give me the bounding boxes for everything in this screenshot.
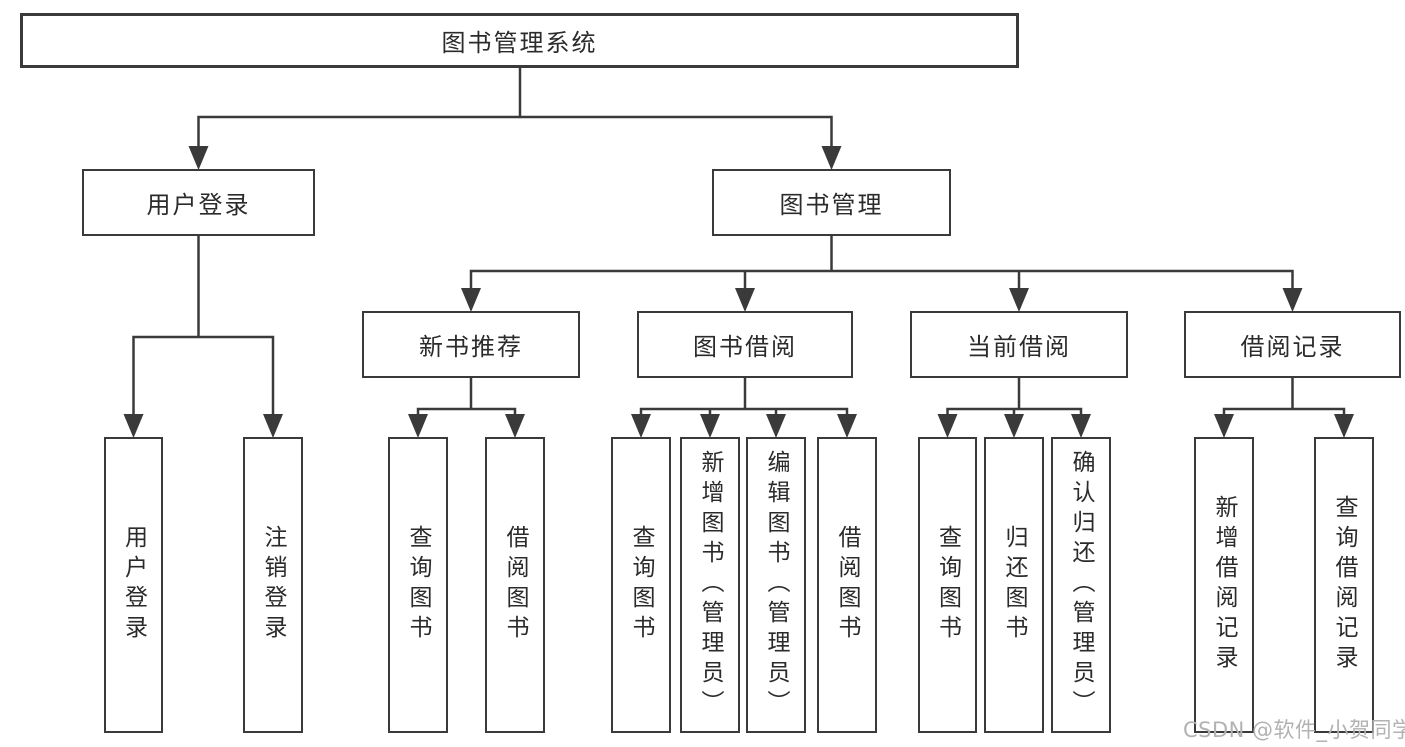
leaf-query-books-recommend: 查询图书	[388, 437, 448, 733]
leaf-confirm-return-admin: 确认归还（管理员）	[1051, 437, 1111, 733]
connector-level3-bar	[469, 269, 1294, 299]
connector-recommend-split	[416, 407, 517, 426]
leaf-query-borrow-record: 查询借阅记录	[1314, 437, 1374, 733]
node-current-borrowing: 当前借阅	[910, 311, 1128, 378]
leaf-edit-books-admin: 编辑图书（管理员）	[746, 437, 806, 733]
leaf-logout: 注销登录	[243, 437, 303, 733]
leaf-query-books-current: 查询图书	[918, 437, 977, 733]
connector-records-split	[1222, 407, 1346, 426]
connector-borrowing-split	[639, 407, 849, 426]
leaf-query-books-borrowing: 查询图书	[611, 437, 671, 733]
connector-level2-bar	[197, 115, 833, 156]
node-borrowing-records: 借阅记录	[1184, 311, 1401, 378]
leaf-borrow-books-borrowing: 借阅图书	[817, 437, 877, 733]
connector-user-login-split	[132, 335, 275, 426]
leaf-return-books: 归还图书	[984, 437, 1044, 733]
leaf-user-login: 用户登录	[104, 437, 163, 733]
arrowhead-icons	[123, 146, 1354, 438]
leaf-borrow-books-recommend: 借阅图书	[485, 437, 545, 733]
node-book-borrowing: 图书借阅	[637, 311, 853, 378]
node-book-management: 图书管理	[712, 169, 951, 236]
leaf-add-borrow-record: 新增借阅记录	[1194, 437, 1254, 733]
node-user-login: 用户登录	[82, 169, 315, 236]
node-new-book-recommend: 新书推荐	[362, 311, 580, 378]
watermark: CSDN @软件_小贺同学	[1183, 718, 1405, 742]
leaf-add-books-admin: 新增图书（管理员）	[680, 437, 740, 733]
node-root-system: 图书管理系统	[20, 13, 1019, 68]
connector-level3-trunks	[469, 378, 1294, 409]
